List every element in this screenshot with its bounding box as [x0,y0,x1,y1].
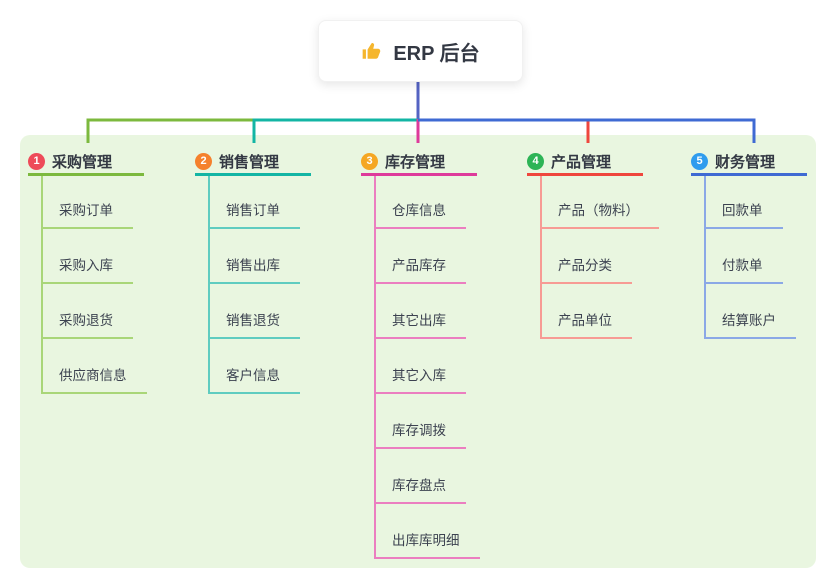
child-node[interactable]: 产品库存 [376,229,466,284]
branch-label: 财务管理 [715,154,776,171]
branch-number-badge: 3 [361,153,378,170]
branch-product-children: 产品（物料） 产品分类 产品单位 [540,176,659,339]
child-node[interactable]: 客户信息 [210,339,300,394]
branch-sales: 2 销售管理 销售订单 销售出库 销售退货 客户信息 [195,150,311,394]
child-node[interactable]: 销售订单 [210,176,300,229]
child-node[interactable]: 回款单 [706,176,783,229]
branch-purchase-children: 采购订单 采购入库 采购退货 供应商信息 [41,176,147,394]
child-node[interactable]: 产品单位 [542,284,632,339]
child-node[interactable]: 产品（物料） [542,176,659,229]
child-node[interactable]: 付款单 [706,229,783,284]
branch-finance: 5 财务管理 回款单 付款单 结算账户 [691,150,807,339]
child-node[interactable]: 其它出库 [376,284,466,339]
branch-finance-header[interactable]: 5 财务管理 [691,150,807,176]
child-node[interactable]: 产品分类 [542,229,632,284]
child-node[interactable]: 仓库信息 [376,176,466,229]
child-node[interactable]: 其它入库 [376,339,466,394]
branch-inventory: 3 库存管理 仓库信息 产品库存 其它出库 其它入库 库存调拨 库存盘点 出库库… [361,150,480,559]
branch-sales-children: 销售订单 销售出库 销售退货 客户信息 [208,176,300,394]
branches-panel [20,135,816,568]
root-node[interactable]: ERP 后台 [318,20,523,82]
branch-label: 采购管理 [52,154,113,171]
branch-number-badge: 5 [691,153,708,170]
child-node[interactable]: 采购入库 [43,229,133,284]
child-node[interactable]: 采购退货 [43,284,133,339]
branch-label: 库存管理 [385,154,446,171]
branch-number-badge: 1 [28,153,45,170]
branch-purchase-header[interactable]: 1 采购管理 [28,150,144,176]
branch-number-badge: 4 [527,153,544,170]
child-node[interactable]: 出库库明细 [376,504,480,559]
child-node[interactable]: 销售退货 [210,284,300,339]
branch-inventory-children: 仓库信息 产品库存 其它出库 其它入库 库存调拨 库存盘点 出库库明细 [374,176,480,559]
branch-inventory-header[interactable]: 3 库存管理 [361,150,477,176]
branch-number-badge: 2 [195,153,212,170]
child-node[interactable]: 库存盘点 [376,449,466,504]
branch-product-header[interactable]: 4 产品管理 [527,150,643,176]
branch-product: 4 产品管理 产品（物料） 产品分类 产品单位 [527,150,659,339]
branch-sales-header[interactable]: 2 销售管理 [195,150,311,176]
thumbs-up-icon [362,43,381,59]
branch-purchase: 1 采购管理 采购订单 采购入库 采购退货 供应商信息 [28,150,147,394]
child-node[interactable]: 采购订单 [43,176,133,229]
child-node[interactable]: 销售出库 [210,229,300,284]
branch-label: 销售管理 [219,154,280,171]
root-label: ERP 后台 [393,42,480,65]
child-node[interactable]: 结算账户 [706,284,796,339]
child-node[interactable]: 供应商信息 [43,339,147,394]
child-node[interactable]: 库存调拨 [376,394,466,449]
branch-label: 产品管理 [551,154,612,171]
branch-finance-children: 回款单 付款单 结算账户 [704,176,796,339]
